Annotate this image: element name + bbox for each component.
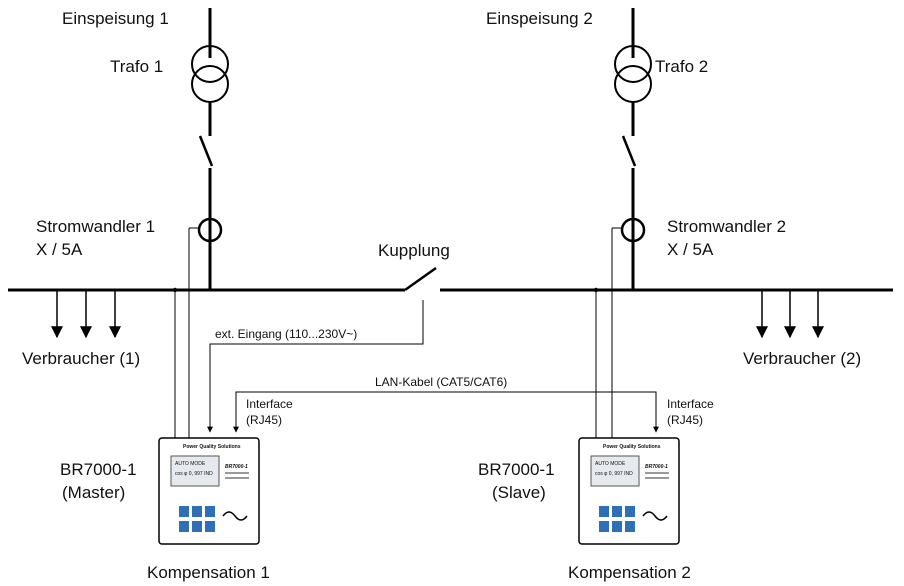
- device-1-name: BR7000-1: [60, 460, 137, 479]
- compensation-1-label: Kompensation 1: [147, 563, 270, 582]
- loads-2-label: Verbraucher (2): [743, 349, 861, 368]
- compensation-2-label: Kompensation 2: [568, 563, 691, 582]
- svg-text:BR7000-1: BR7000-1: [645, 464, 668, 470]
- transformer-2-symbol: [614, 45, 652, 83]
- ext-input-label: ext. Eingang (110...230V~): [215, 327, 357, 341]
- breaker-1: [198, 135, 214, 167]
- left-feed: [191, 8, 229, 290]
- loads-1-arrows: [51, 290, 121, 339]
- svg-text:AUTO MODE: AUTO MODE: [175, 461, 206, 467]
- controller-device-2: Power Quality Solutions AUTO MODE cos φ …: [578, 437, 680, 545]
- loads-2-arrows: [756, 290, 824, 339]
- controller-device-1: Power Quality Solutions AUTO MODE cos φ …: [158, 437, 260, 545]
- feed-1-label: Einspeisung 1: [62, 9, 169, 28]
- device-2-display: [590, 455, 640, 487]
- interface-2-port: (RJ45): [667, 413, 703, 427]
- transformer-2-label: Trafo 2: [655, 57, 708, 76]
- device-1-display: [170, 455, 220, 487]
- device-2-name: BR7000-1: [478, 460, 555, 479]
- ct-2-ratio: X / 5A: [667, 240, 714, 259]
- svg-text:BR7000-1: BR7000-1: [225, 464, 248, 470]
- svg-text:cos φ 0, 997 IND: cos φ 0, 997 IND: [175, 471, 213, 477]
- lan-cable-label: LAN-Kabel (CAT5/CAT6): [375, 375, 507, 389]
- ext-input-line: [207, 300, 424, 433]
- current-transformer-2-symbol: [620, 217, 646, 243]
- coupling-label: Kupplung: [378, 241, 450, 260]
- lan-cable: [233, 391, 659, 433]
- svg-text:Power Quality Solutions: Power Quality Solutions: [183, 444, 241, 450]
- ct-2-label: Stromwandler 2: [667, 217, 786, 236]
- svg-text:AUTO MODE: AUTO MODE: [595, 461, 626, 467]
- device-2-role: (Slave): [492, 483, 546, 502]
- feed-2-label: Einspeisung 2: [486, 9, 593, 28]
- ct-1-label: Stromwandler 1: [36, 217, 155, 236]
- loads-1-label: Verbraucher (1): [22, 349, 140, 368]
- svg-text:cos φ 0, 997 IND: cos φ 0, 997 IND: [595, 471, 633, 477]
- current-transformer-1-symbol: [197, 217, 223, 243]
- breaker-2: [621, 135, 637, 167]
- interface-1-port: (RJ45): [246, 413, 282, 427]
- ct-1-ratio: X / 5A: [36, 240, 83, 259]
- transformer-1-symbol: [191, 45, 229, 83]
- right-feed: [614, 8, 652, 290]
- interface-2-label: Interface: [667, 397, 714, 411]
- interface-1-label: Interface: [246, 397, 293, 411]
- coupling-switch: [404, 266, 437, 292]
- transformer-1-label: Trafo 1: [110, 57, 163, 76]
- device-1-role: (Master): [62, 483, 125, 502]
- svg-text:Power Quality Solutions: Power Quality Solutions: [603, 444, 661, 450]
